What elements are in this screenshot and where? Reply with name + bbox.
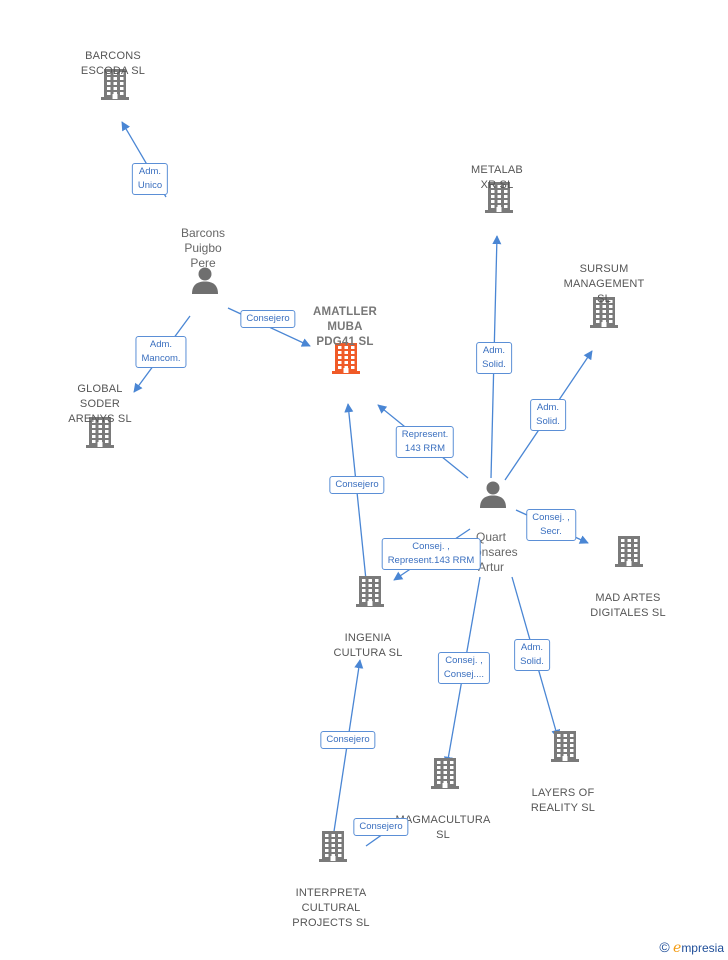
building-icon[interactable]: [100, 67, 130, 106]
edge-label-quart-magmacultura: Consej. , Consej....: [437, 652, 491, 684]
node-label-amatller[interactable]: AMATLLER MUBA PDG41 SL: [313, 306, 377, 348]
node-label-interpreta[interactable]: INTERPRETA CULTURAL PROJECTS SL: [292, 887, 370, 929]
person-icon[interactable]: [478, 479, 508, 514]
node-label-barcons_escoda[interactable]: BARCONS ESCODA SL: [80, 50, 146, 77]
building-icon[interactable]: [355, 574, 385, 613]
building-icon[interactable]: [550, 729, 580, 768]
edge-label-barcons_puigbo-barcons_escoda: Adm. Unico: [131, 163, 169, 195]
edge-interpreta-ingenia: [332, 659, 364, 839]
node-label-mad_artes[interactable]: MAD ARTES DIGITALES SL: [590, 592, 666, 619]
edge-label-ingenia-amatller: Consejero: [329, 476, 385, 494]
node-label-magmacultura[interactable]: MAGMACULTURA SL: [395, 814, 491, 841]
brand-initial: e: [673, 940, 682, 956]
edge-label-quart-layers: Adm. Solid.: [514, 639, 550, 671]
building-icon[interactable]: [85, 415, 115, 454]
edge-label-quart-ingenia: Consej. , Represent.143 RRM: [381, 538, 481, 570]
edge-label-interpreta-magmacultura: Consejero: [353, 818, 409, 836]
edge-label-quart-amatller: Represent. 143 RRM: [395, 426, 455, 458]
node-label-barcons_puigbo[interactable]: Barcons Puigbo Pere: [180, 226, 226, 270]
building-icon[interactable]: [589, 295, 619, 334]
node-label-sursum[interactable]: SURSUM MANAGEMENT SL: [563, 263, 645, 305]
edge-label-interpreta-ingenia: Consejero: [320, 731, 376, 749]
building-icon[interactable]: [614, 534, 644, 573]
node-label-global_soder[interactable]: GLOBAL SODER ARENYS SL: [68, 383, 132, 425]
edge-label-quart-mad_artes: Consej. , Secr.: [526, 509, 576, 541]
node-label-metalab[interactable]: METALAB XR SL: [471, 164, 523, 191]
building-icon[interactable]: [484, 180, 514, 219]
edge-label-quart-metalab: Adm. Solid.: [476, 342, 512, 374]
node-label-ingenia[interactable]: INGENIA CULTURA SL: [333, 632, 403, 659]
node-label-layers[interactable]: LAYERS OF REALITY SL: [530, 787, 596, 814]
building-icon[interactable]: [318, 829, 348, 868]
brand-name: mpresia: [681, 941, 724, 955]
edge-label-barcons_puigbo-amatller: Consejero: [240, 310, 296, 328]
main-company-building-icon[interactable]: [331, 341, 361, 380]
copyright-icon: ©: [659, 939, 670, 955]
person-icon[interactable]: [190, 265, 220, 300]
edge-label-barcons_puigbo-global_soder: Adm. Mancom.: [135, 336, 187, 368]
building-icon[interactable]: [430, 756, 460, 795]
empresia-logo[interactable]: © empresia: [659, 939, 724, 956]
edge-label-quart-sursum: Adm. Solid.: [530, 399, 566, 431]
